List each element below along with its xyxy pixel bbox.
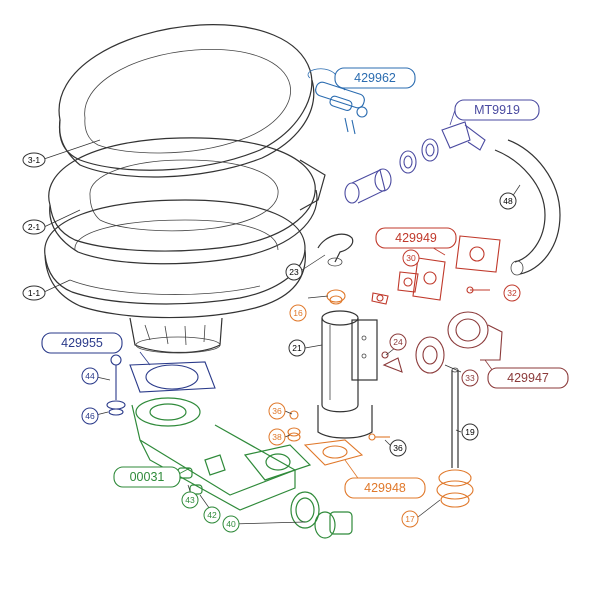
svg-text:16: 16 [293, 308, 303, 318]
pump-rod [451, 367, 459, 468]
svg-text:30: 30 [406, 253, 416, 263]
callout-38: 38 [268, 428, 286, 446]
callout-48: 48 [499, 192, 517, 210]
svg-text:3-1: 3-1 [28, 155, 41, 165]
part-callouts: 3-1 2-1 1-1 48 23 30 32 16 21 24 33 44 4… [22, 152, 521, 533]
svg-text:21: 21 [292, 343, 302, 353]
svg-text:36: 36 [393, 443, 403, 453]
bowl [44, 199, 306, 354]
callout-43: 43 [181, 491, 199, 509]
group-id-text: 429962 [354, 71, 396, 85]
callout-21: 21 [288, 339, 306, 357]
svg-text:23: 23 [289, 267, 299, 277]
group-label-429947: 429947 [487, 367, 569, 389]
svg-text:38: 38 [272, 432, 282, 442]
pump-cylinder [317, 310, 378, 439]
callout-30: 30 [402, 249, 420, 267]
callout-36a: 36 [268, 402, 286, 420]
group-label-429962: 429962 [334, 67, 416, 89]
group-id-text: 429955 [61, 336, 103, 350]
svg-text:19: 19 [465, 427, 475, 437]
group-id-text: MT9919 [474, 103, 520, 117]
group-label-00031: 00031 [113, 466, 181, 488]
callout-42: 42 [203, 506, 221, 524]
callout-46: 46 [81, 407, 99, 425]
hose-fittings [344, 121, 486, 204]
svg-text:40: 40 [226, 519, 236, 529]
callout-19: 19 [461, 423, 479, 441]
svg-text:32: 32 [507, 288, 517, 298]
svg-text:24: 24 [393, 337, 403, 347]
callout-44: 44 [81, 367, 99, 385]
group-label-429955: 429955 [41, 332, 123, 354]
callout-33: 33 [461, 369, 479, 387]
svg-text:44: 44 [85, 371, 95, 381]
valve-plates [371, 235, 501, 305]
base-gasket [106, 354, 216, 416]
callout-1-1: 1-1 [22, 285, 46, 301]
svg-text:2-1: 2-1 [28, 222, 41, 232]
svg-text:43: 43 [185, 495, 195, 505]
seat-ring [48, 137, 326, 265]
svg-text:33: 33 [465, 373, 475, 383]
callout-36b: 36 [389, 439, 407, 457]
group-id-text: 429949 [395, 231, 437, 245]
callout-17: 17 [401, 510, 419, 528]
svg-text:46: 46 [85, 411, 95, 421]
group-label-MT9919: MT9919 [454, 99, 540, 121]
svg-text:42: 42 [207, 510, 217, 520]
lower-gasket-set [287, 289, 474, 508]
group-id-text: 00031 [130, 470, 165, 484]
callout-23: 23 [285, 263, 303, 281]
group-label-429948: 429948 [344, 477, 426, 499]
svg-text:1-1: 1-1 [28, 288, 41, 298]
callout-40: 40 [222, 515, 240, 533]
callout-2-1: 2-1 [22, 219, 46, 235]
callout-24: 24 [389, 333, 407, 351]
group-id-text: 429948 [364, 481, 406, 495]
svg-text:36: 36 [272, 406, 282, 416]
pump-handle [317, 233, 354, 267]
intake-housing [381, 311, 503, 374]
hose-48 [494, 139, 561, 276]
callout-16: 16 [289, 304, 307, 322]
svg-text:17: 17 [405, 514, 415, 524]
callout-3-1: 3-1 [22, 152, 46, 168]
group-label-429949: 429949 [375, 227, 457, 249]
seat-lid [58, 24, 315, 178]
group-id-text: 429947 [507, 371, 549, 385]
callout-32: 32 [503, 284, 521, 302]
base-assembly [131, 397, 353, 539]
svg-text:48: 48 [503, 196, 513, 206]
